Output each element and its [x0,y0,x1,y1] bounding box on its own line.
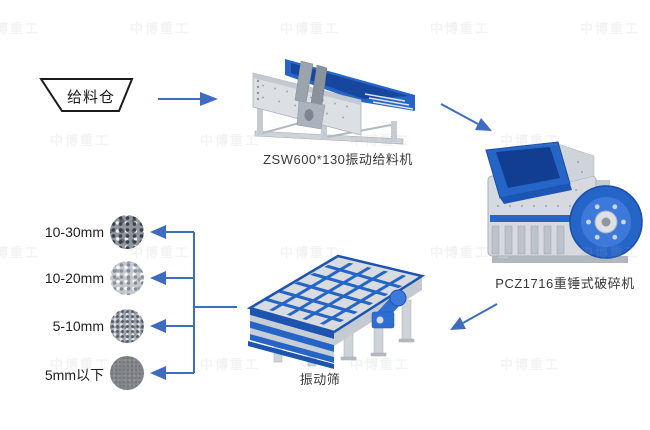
crusher-label: PCZ1716重锤式破碎机 [495,276,635,291]
arrow-feeder-to-crusher [440,103,492,131]
output-label-10-30mm: 10-30mm [44,224,104,240]
material-photo-5-10mm [110,309,144,343]
screen-deck [246,254,426,334]
arrow-to-output-2 [150,271,194,285]
crusher-hopper [485,141,572,204]
feed-bin-shape [39,78,134,112]
feeder-drive-bracket [294,60,328,130]
crusher-image [485,141,643,263]
crusher-flywheel [569,185,643,259]
feeder-image [252,59,415,145]
output-branch-lines [150,225,237,380]
screen-deck-layers [248,308,334,369]
arrow-to-output-4 [150,366,194,380]
arrow-bin-to-feeder [158,92,218,106]
material-photo-5mm-below [110,356,144,390]
arrow-crusher-to-screen [450,303,498,330]
feeder-label: ZSW600*130振动给料机 [263,152,413,167]
output-label-5mm-below: 5mm以下 [44,367,104,383]
output-label-5-10mm: 5-10mm [52,318,104,334]
screen-image [246,254,426,369]
arrow-to-output-1 [150,225,194,239]
feeder-trough [252,59,415,136]
arrow-to-output-3 [150,319,194,333]
material-photo-10-30mm [110,215,144,249]
screen-motor [371,289,407,329]
material-photo-10-20mm [110,261,144,295]
output-label-10-20mm: 10-20mm [44,270,104,286]
screen-label: 振动筛 [299,372,341,387]
feed-bin-label: 给料仓 [66,89,115,106]
